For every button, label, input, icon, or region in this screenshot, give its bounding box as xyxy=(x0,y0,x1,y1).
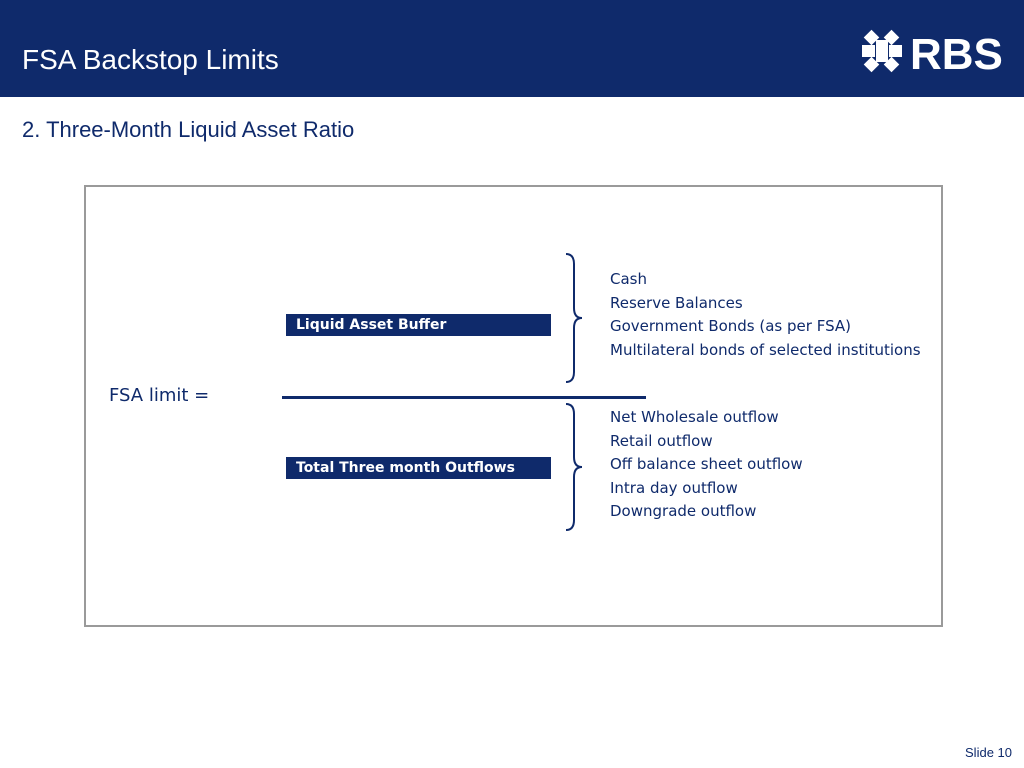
list-item: Intra day outflow xyxy=(610,478,738,497)
list-item: Retail outflow xyxy=(610,431,713,450)
numerator-items-list: Cash Reserve Balances Government Bonds (… xyxy=(610,268,921,362)
denominator-items-list: Net Wholesale outflow Retail outflow Off… xyxy=(610,406,803,524)
page-title: FSA Backstop Limits xyxy=(22,44,279,75)
list-item: Downgrade outflow xyxy=(610,502,757,520)
list-item: Reserve Balances xyxy=(610,293,743,312)
slide-number: Slide 10 xyxy=(965,745,1012,760)
list-item: Multilateral bonds of selected instituti… xyxy=(610,340,921,359)
list-item: Off balance sheet outflow xyxy=(610,455,803,473)
rbs-logo: RBS xyxy=(862,29,1003,76)
header-bar: FSA Backstop Limits RBS xyxy=(0,0,1024,97)
formula-label: FSA limit = xyxy=(109,385,210,406)
numerator-brace xyxy=(565,253,583,383)
daisy-wheel-icon xyxy=(862,29,902,73)
list-item: Government Bonds (as per FSA) xyxy=(610,317,851,335)
denominator-brace xyxy=(565,403,583,531)
diagram-frame xyxy=(84,185,943,627)
list-item: Net Wholesale outflow xyxy=(610,408,779,426)
svg-text:RBS: RBS xyxy=(910,30,1003,76)
denominator-label: Total Three month Outflows xyxy=(286,457,551,479)
fraction-divider xyxy=(282,396,646,399)
numerator-label: Liquid Asset Buffer xyxy=(286,314,551,336)
slide-subtitle: 2. Three-Month Liquid Asset Ratio xyxy=(22,117,355,142)
list-item: Cash xyxy=(610,270,647,288)
